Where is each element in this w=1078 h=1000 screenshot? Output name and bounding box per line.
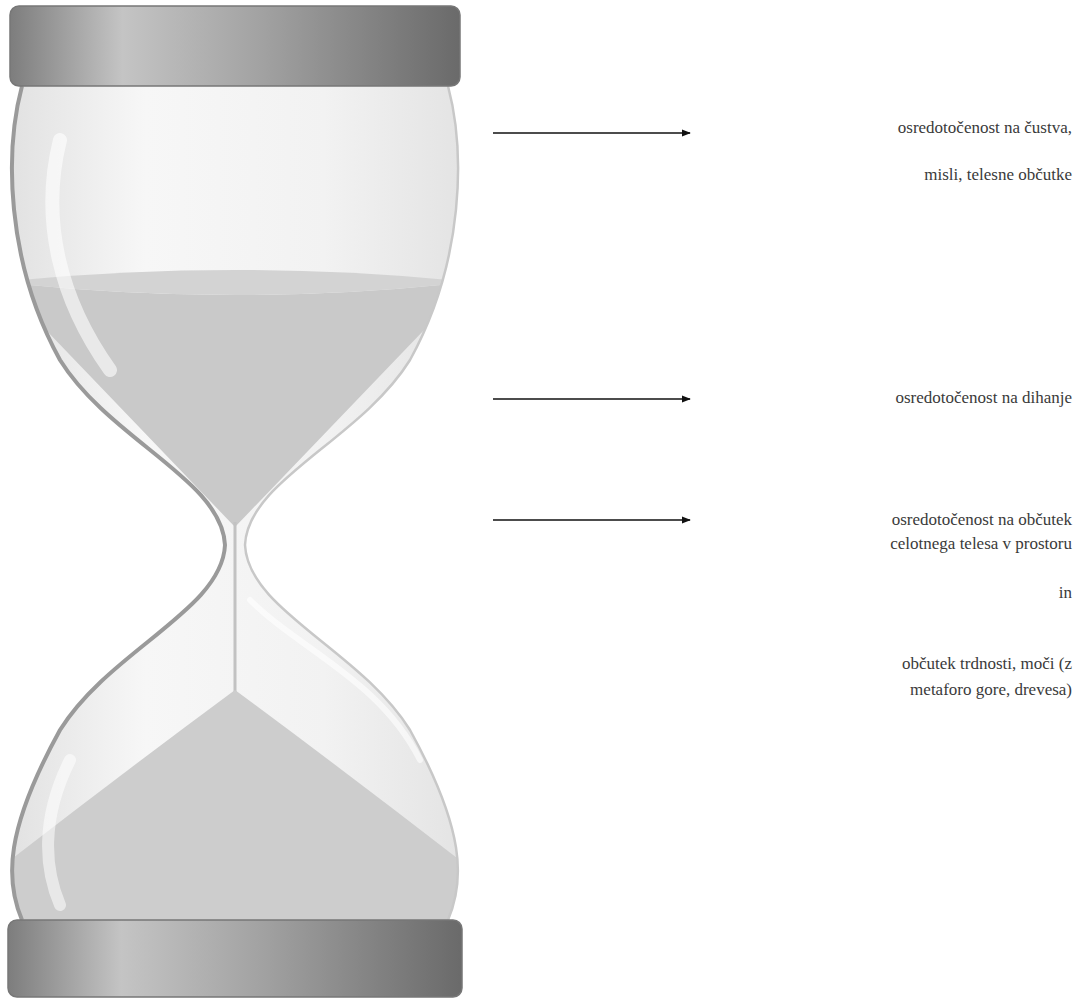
- pointer-arrow: [493, 519, 690, 521]
- annotation-label: osredotočenost na čustva, misli, telesne…: [872, 104, 1072, 198]
- glass-outline: [245, 86, 458, 920]
- annotation-label: osredotočenost na dihanje: [812, 386, 1072, 410]
- sand-stream: [234, 522, 237, 692]
- annotation-label: in: [1012, 581, 1072, 605]
- pointer-arrow: [493, 132, 690, 134]
- glass-outline: [12, 86, 225, 920]
- bottom-cap: [8, 920, 462, 997]
- glass-highlight: [52, 140, 110, 370]
- annotation-label: občutek trdnosti, moči (z metaforo gore,…: [872, 651, 1072, 703]
- glass-highlight: [48, 760, 70, 905]
- pointer-arrow: [493, 398, 690, 400]
- top-cap: [10, 6, 460, 86]
- annotation-label: osredotočenost na občutek celotnega tele…: [872, 508, 1072, 556]
- upper-sand: [0, 282, 470, 527]
- glass-highlight: [250, 600, 420, 760]
